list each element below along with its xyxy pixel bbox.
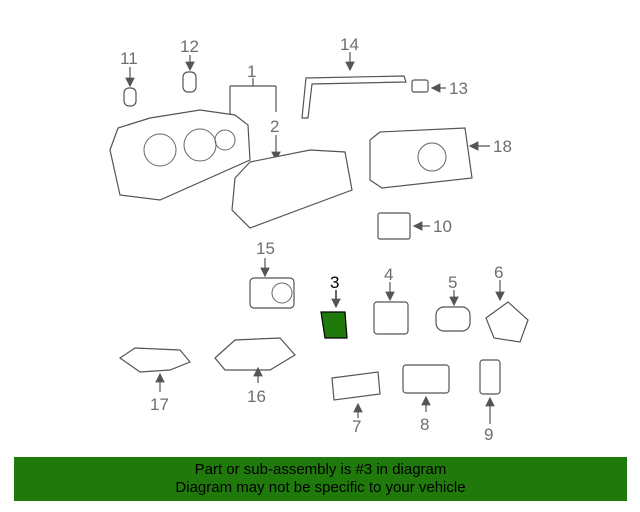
callout-13: 13 bbox=[449, 79, 468, 98]
part-2-lens[interactable] bbox=[231, 135, 353, 229]
callout-8: 8 bbox=[420, 415, 429, 434]
info-banner: Part or sub-assembly is #3 in diagram Di… bbox=[14, 457, 627, 501]
banner-line-1: Part or sub-assembly is #3 in diagram bbox=[194, 461, 447, 478]
part-9-sensor[interactable] bbox=[479, 359, 501, 424]
callout-15: 15 bbox=[256, 239, 275, 258]
part-7-panel[interactable] bbox=[331, 371, 381, 418]
callout-18: 18 bbox=[493, 137, 512, 156]
callout-1: 1 bbox=[247, 62, 256, 81]
part-12-bulb[interactable] bbox=[182, 55, 197, 93]
callout-11: 11 bbox=[120, 49, 138, 68]
part-15-ignition[interactable] bbox=[249, 258, 295, 309]
part-1-instrument-cluster[interactable] bbox=[109, 78, 277, 201]
callout-9: 9 bbox=[484, 425, 493, 444]
part-17-harness[interactable] bbox=[118, 347, 191, 392]
callout-17: 17 bbox=[150, 395, 169, 414]
part-18-control-panel[interactable] bbox=[369, 127, 490, 189]
callout-2: 2 bbox=[270, 117, 279, 136]
part-8-connector[interactable] bbox=[402, 364, 450, 412]
callout-4: 4 bbox=[384, 265, 393, 284]
part-14-rod[interactable] bbox=[301, 52, 407, 119]
part-10-switch[interactable] bbox=[377, 212, 430, 240]
part-11-bulb[interactable] bbox=[123, 67, 137, 107]
parts-diagram: 1 2 3 4 5 6 7 8 9 10 11 12 13 14 15 16 1… bbox=[109, 35, 529, 444]
banner-line-2: Diagram may not be specific to your vehi… bbox=[175, 479, 466, 496]
part-13-clip[interactable] bbox=[411, 79, 446, 93]
callout-14: 14 bbox=[340, 35, 359, 54]
part-6-switch[interactable] bbox=[485, 280, 529, 343]
callout-12: 12 bbox=[180, 37, 199, 56]
callout-3: 3 bbox=[330, 273, 339, 292]
callout-5: 5 bbox=[448, 273, 457, 292]
part-5-knob[interactable] bbox=[435, 290, 471, 332]
callout-16: 16 bbox=[247, 387, 266, 406]
part-3-highlighted[interactable] bbox=[320, 290, 348, 339]
part-4-switch[interactable] bbox=[373, 282, 409, 335]
part-16-harness[interactable] bbox=[214, 337, 296, 383]
callout-7: 7 bbox=[352, 417, 361, 436]
callout-10: 10 bbox=[433, 217, 452, 236]
callout-6: 6 bbox=[494, 263, 503, 282]
